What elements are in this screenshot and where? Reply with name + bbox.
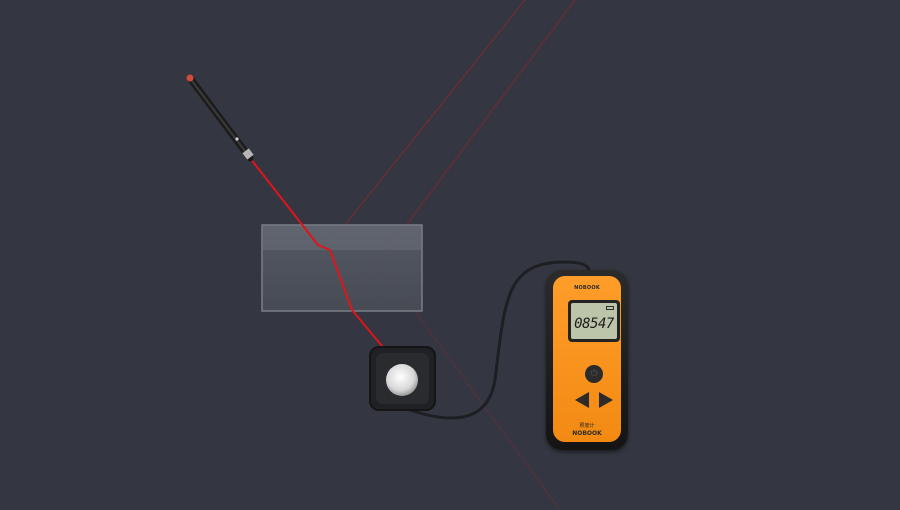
laser-pointer-switch[interactable] bbox=[235, 137, 239, 141]
light-sensor[interactable] bbox=[369, 346, 436, 411]
meter-brand-top: NOBOOK bbox=[574, 285, 600, 291]
sensor-lens bbox=[386, 364, 418, 396]
meter-label: 照度计 bbox=[579, 423, 595, 429]
left-arrow-button[interactable] bbox=[575, 392, 589, 408]
meter-face: NOBOOK 08547 ⏻ 照度计 NOBOOK bbox=[553, 276, 621, 442]
battery-icon bbox=[606, 306, 614, 310]
glass-slab[interactable] bbox=[261, 224, 423, 312]
meter-reading: 08547 bbox=[574, 316, 614, 332]
meter-cable bbox=[409, 260, 591, 420]
meter-brand-bottom: NOBOOK bbox=[572, 430, 602, 437]
laser-beam bbox=[249, 157, 403, 371]
power-button[interactable]: ⏻ bbox=[585, 365, 603, 383]
laser-pointer-cap bbox=[186, 74, 194, 82]
meter-display: 08547 bbox=[568, 300, 620, 342]
laser-pointer[interactable] bbox=[186, 74, 254, 162]
meter-lcd-screen: 08547 bbox=[571, 303, 617, 339]
laser-pointer-tip bbox=[242, 148, 254, 160]
right-arrow-button[interactable] bbox=[599, 392, 613, 408]
light-meter[interactable]: NOBOOK 08547 ⏻ 照度计 NOBOOK bbox=[546, 270, 628, 450]
reflected-ray-1 bbox=[324, 0, 526, 251]
